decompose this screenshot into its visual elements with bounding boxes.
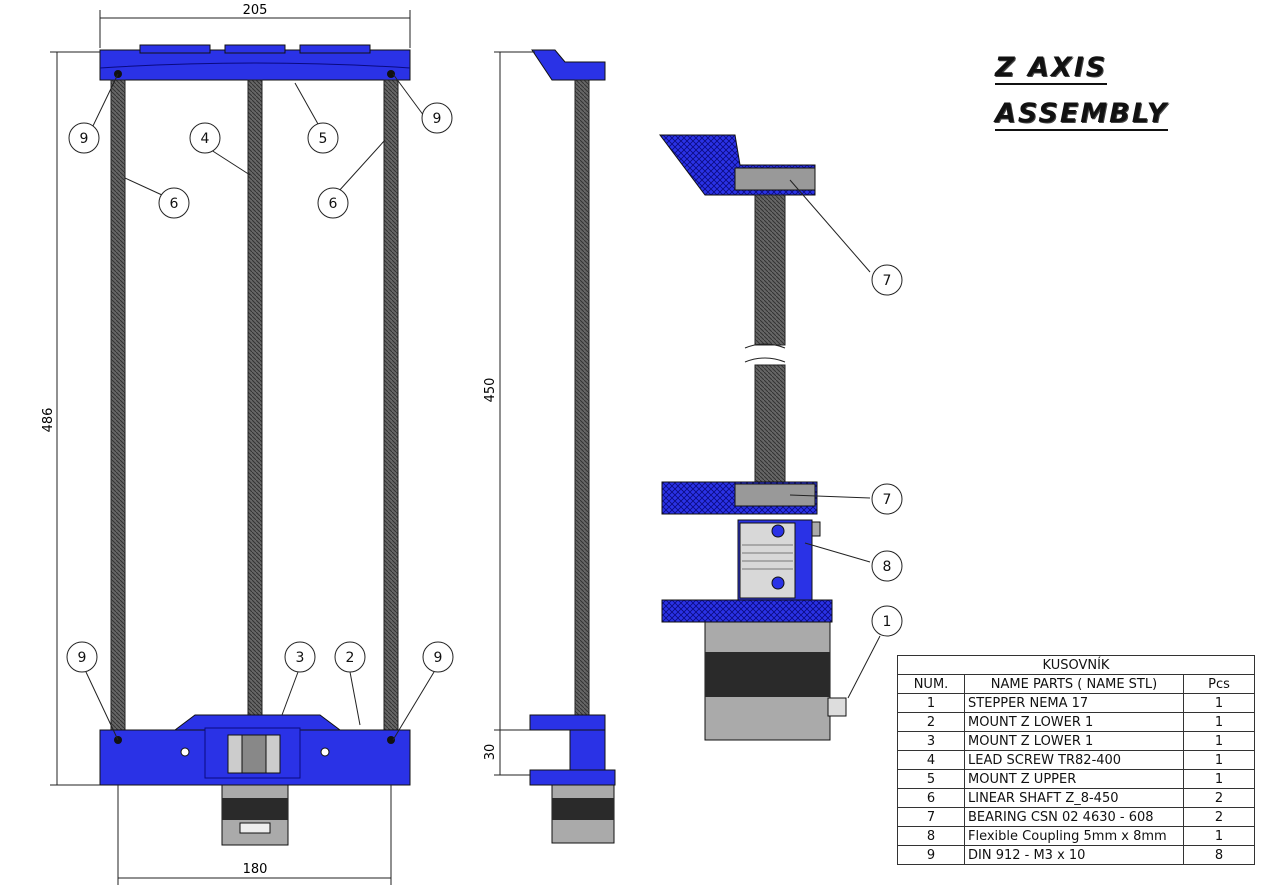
bom-name: DIN 912 - M3 x 10: [964, 845, 1184, 865]
bom-pcs: 1: [1183, 826, 1255, 846]
mount-z-lower: [99, 714, 411, 786]
balloon-9-top-right: 9: [433, 111, 442, 127]
bom-name: MOUNT Z LOWER 1: [964, 712, 1184, 732]
bom-pcs: 1: [1183, 693, 1255, 713]
bom-header-row: NUM. NAME PARTS ( NAME STL) Pcs: [897, 674, 1255, 694]
balloon-9-bottom-right: 9: [434, 650, 443, 666]
balloon-3: 3: [296, 650, 305, 666]
dim-side-height: 450: [483, 378, 498, 403]
title-line-2-text: ASSEMBLY: [995, 98, 1169, 131]
dim-total-height: 486: [41, 408, 56, 433]
linear-shaft-left: [110, 79, 126, 731]
bom-num: 9: [897, 845, 965, 865]
section-detail: [659, 134, 847, 741]
bom-name: LINEAR SHAFT Z_8-450: [964, 788, 1184, 808]
bom-pcs: 1: [1183, 769, 1255, 789]
bom-num: 8: [897, 826, 965, 846]
balloon-4: 4: [201, 131, 210, 147]
balloon-6-left: 6: [170, 196, 179, 212]
balloon-2: 2: [346, 650, 355, 666]
balloon-leaders: [85, 73, 881, 741]
bom-name: MOUNT Z LOWER 1: [964, 731, 1184, 751]
balloon-8: 8: [883, 559, 892, 575]
bom-pcs: 1: [1183, 750, 1255, 770]
balloon-5: 5: [319, 131, 328, 147]
bom-pcs: 2: [1183, 807, 1255, 827]
mount-z-upper: [99, 44, 411, 81]
side-view: [529, 49, 616, 844]
bom-num: 7: [897, 807, 965, 827]
side-dimensions: [494, 51, 535, 776]
bom-pcs: 1: [1183, 712, 1255, 732]
bom-num: 4: [897, 750, 965, 770]
front-dimensions: [50, 10, 411, 885]
bom-name: STEPPER NEMA 17: [964, 693, 1184, 713]
bom-header-num: NUM.: [897, 674, 965, 694]
bom-pcs: 1: [1183, 731, 1255, 751]
title-line-1-text: Z AXIS: [995, 52, 1108, 85]
bom-pcs: 8: [1183, 845, 1255, 865]
front-view: [99, 44, 411, 846]
title-line-1: Z AXIS: [995, 52, 1108, 85]
bom-caption-row: KUSOVNÍK: [897, 655, 1255, 675]
linear-shaft-right: [383, 79, 399, 731]
balloon-1: 1: [883, 614, 892, 630]
title-line-2: ASSEMBLY: [995, 98, 1169, 131]
dim-base-height: 30: [483, 744, 498, 761]
bom-header-pcs: Pcs: [1183, 674, 1255, 694]
stepper-motor-front: [221, 784, 289, 846]
balloon-7-mid: 7: [883, 492, 892, 508]
bom-header-name: NAME PARTS ( NAME STL): [964, 674, 1184, 694]
bom-num: 5: [897, 769, 965, 789]
balloon-9-bottom-left: 9: [78, 650, 87, 666]
bom-caption: KUSOVNÍK: [897, 655, 1255, 675]
bom-table: KUSOVNÍK NUM. NAME PARTS ( NAME STL) Pcs…: [897, 655, 1255, 865]
bom-num: 3: [897, 731, 965, 751]
balloon-9-top-left: 9: [80, 131, 89, 147]
balloon-7-top: 7: [883, 273, 892, 289]
bom-pcs: 2: [1183, 788, 1255, 808]
bom-num: 1: [897, 693, 965, 713]
bom-num: 2: [897, 712, 965, 732]
bom-name: LEAD SCREW TR82-400: [964, 750, 1184, 770]
bom-name: BEARING CSN 02 4630 - 608: [964, 807, 1184, 827]
bom-name: Flexible Coupling 5mm x 8mm: [964, 826, 1184, 846]
dim-top-width: 205: [243, 3, 268, 18]
dim-bottom-width: 180: [243, 862, 268, 877]
bom-num: 6: [897, 788, 965, 808]
lead-screw: [247, 79, 263, 716]
balloon-circles: [66, 102, 903, 673]
bom-name: MOUNT Z UPPER: [964, 769, 1184, 789]
balloon-6-right: 6: [329, 196, 338, 212]
